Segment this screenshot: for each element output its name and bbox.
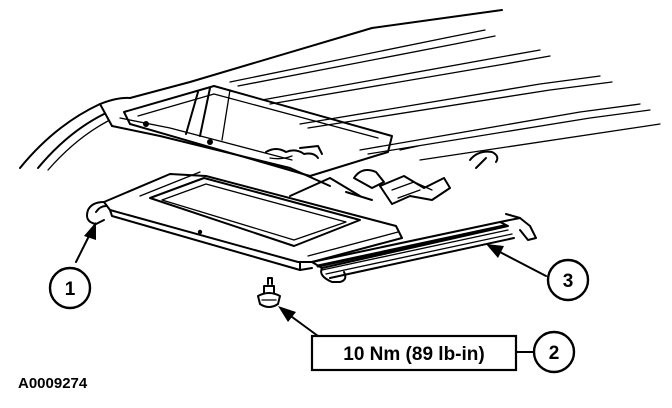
vehicle-roof-panel [19, 9, 661, 187]
figure-id: A0009274 [18, 375, 88, 392]
svg-text:3: 3 [563, 271, 574, 292]
callout-2: 2 [532, 330, 576, 374]
svg-text:10 Nm (89 lb-in): 10 Nm (89 lb-in) [343, 344, 484, 365]
roof-opening [123, 85, 499, 177]
callout-1: 1 [48, 266, 92, 310]
sunroof-frame [86, 171, 403, 271]
hardware-brackets [289, 169, 451, 205]
svg-text:1: 1 [65, 279, 76, 300]
callout-leaders [75, 222, 547, 353]
svg-text:2: 2 [549, 343, 560, 364]
screw-icon [257, 277, 281, 308]
torque-spec-label: 10 Nm (89 lb-in) [310, 334, 518, 372]
callout-3: 3 [546, 258, 590, 302]
side-rail [311, 213, 537, 283]
